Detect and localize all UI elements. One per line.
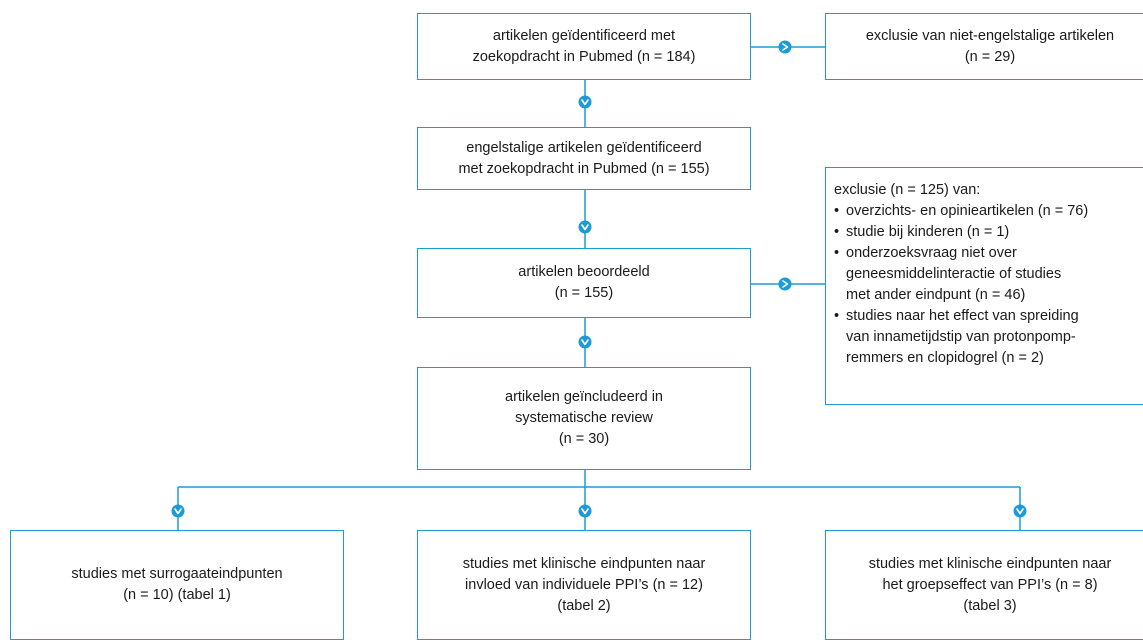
arrow-down-icon (171, 504, 185, 518)
english-box: engelstalige artikelen geïdentificeerd m… (417, 127, 751, 190)
exclusion-item-text: studies naar het effect van spreiding (846, 308, 1079, 324)
assessed-line-1: artikelen beoordeeld (518, 264, 650, 280)
surrogate-line-1: studies met surrogaateindpunten (71, 566, 283, 582)
exclusion-item: • studie bij kinderen (n = 1) (834, 222, 1143, 243)
exclusion-language-line-1: exclusie van niet-engelstalige artikelen (865, 27, 1115, 44)
clinical-individual-line-3: (tabel 2) (557, 597, 611, 614)
bullet-icon: • (834, 224, 840, 240)
clinical-individual-line-2: invloed van individuele PPI’s (n = 12) (465, 576, 703, 593)
clinical-individual-box: studies met klinische eindpunten naar in… (417, 530, 751, 640)
exclusion-detail-heading: exclusie (n = 125) van: (834, 182, 981, 198)
clinical-individual-line-1: studies met klinische eindpunten naar (462, 555, 706, 572)
clinical-group-line-3: (tabel 3) (963, 597, 1017, 614)
exclusion-detail-box: exclusie (n = 125) van: • overzichts- en… (825, 167, 1143, 405)
exclusion-item: • onderzoeksvraag niet over geneesmiddel… (834, 243, 1143, 306)
clinical-group-box: studies met klinische eindpunten naar he… (825, 530, 1143, 640)
exclusion-item-text: onderzoeksvraag niet over (846, 245, 1017, 261)
exclusion-item-text: met ander eindpunt (n = 46) (846, 287, 1026, 303)
arrow-down-icon (578, 95, 592, 109)
arrow-right-icon (778, 40, 792, 54)
arrow-right-icon (778, 277, 792, 291)
bullet-icon: • (834, 245, 840, 261)
included-box: artikelen geïncludeerd in systematische … (417, 367, 751, 470)
clinical-group-line-1: studies met klinische eindpunten naar (868, 555, 1112, 572)
exclusion-item-text: overzichts- en opinieartikelen (n = 76) (846, 203, 1089, 219)
identified-box: artikelen geïdentificeerd met zoekopdrac… (417, 13, 751, 80)
arrow-down-icon (578, 335, 592, 349)
assessed-box: artikelen beoordeeld (n = 155) (417, 248, 751, 318)
identified-line-2: zoekopdracht in Pubmed (n = 184) (472, 48, 696, 65)
exclusion-item: • overzichts- en opinieartikelen (n = 76… (834, 201, 1143, 222)
exclusion-language-box: exclusie van niet-engelstalige artikelen… (825, 13, 1143, 80)
exclusion-item-text: van innametijdstip van protonpomp- (846, 329, 1076, 345)
surrogate-box: studies met surrogaateindpunten (n = 10)… (10, 530, 344, 640)
included-line-2: systematische review (515, 410, 653, 426)
included-line-3: (n = 30) (558, 431, 610, 447)
bullet-icon: • (834, 203, 840, 219)
arrow-down-icon (1013, 504, 1027, 518)
surrogate-line-2: (n = 10) (tabel 1) (123, 587, 231, 603)
included-line-1: artikelen geïncludeerd in (505, 389, 663, 405)
exclusion-language-line-2: (n = 29) (964, 48, 1016, 65)
bullet-icon: • (834, 308, 840, 324)
exclusion-item-text: studie bij kinderen (n = 1) (846, 224, 1010, 240)
exclusion-item-text: geneesmiddelinteractie of studies (846, 266, 1062, 282)
assessed-line-2: (n = 155) (554, 285, 614, 301)
english-line-2: met zoekopdracht in Pubmed (n = 155) (458, 160, 710, 177)
clinical-group-line-2: het groepseffect van PPI’s (n = 8) (882, 576, 1098, 593)
exclusion-item: • studies naar het effect van spreiding … (834, 306, 1143, 369)
arrow-markers (171, 40, 1027, 518)
identified-line-1: artikelen geïdentificeerd met (492, 27, 676, 44)
arrow-down-icon (578, 220, 592, 234)
arrow-down-icon (578, 504, 592, 518)
exclusion-item-text: remmers en clopidogrel (n = 2) (846, 350, 1044, 366)
english-line-1: engelstalige artikelen geïdentificeerd (466, 139, 702, 156)
